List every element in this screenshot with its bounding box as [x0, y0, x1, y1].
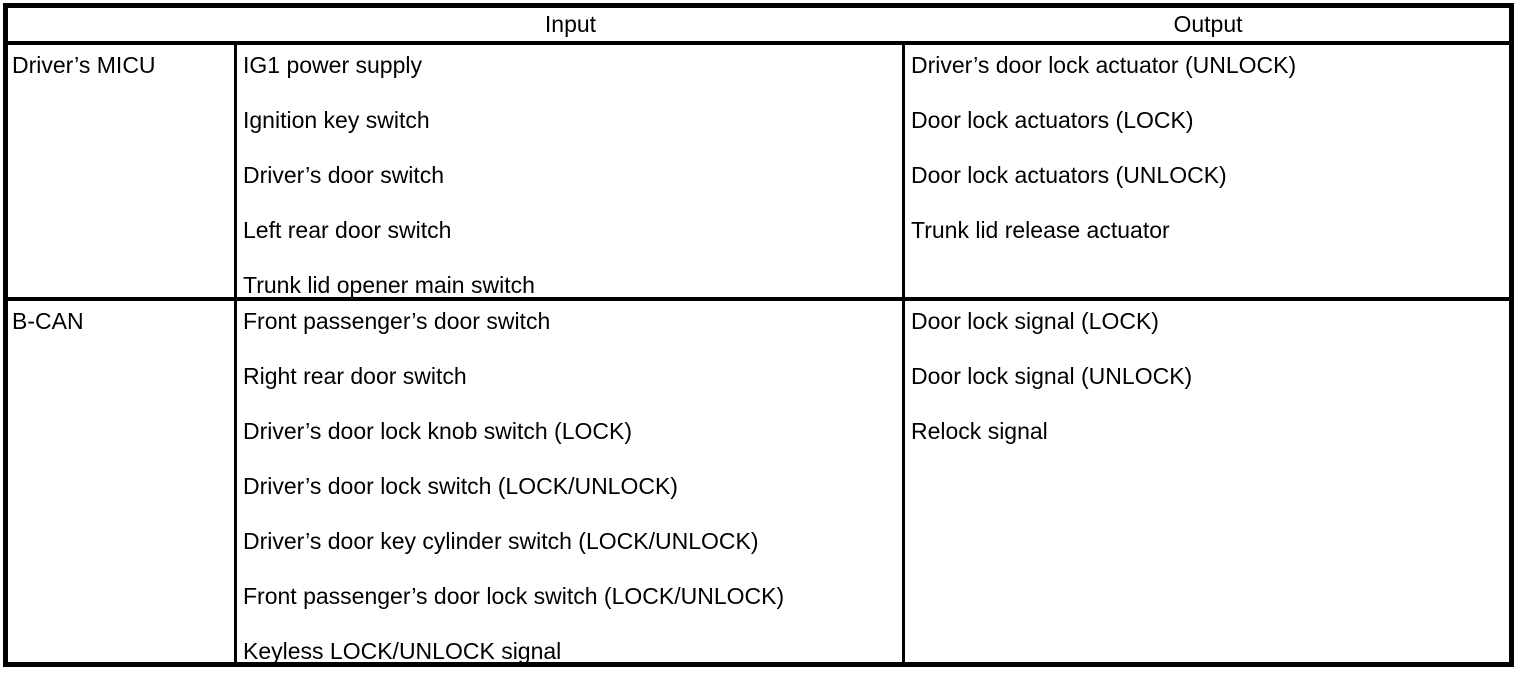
source-label: Driver’s MICU [12, 52, 156, 78]
input-item: Driver’s door lock switch (LOCK/UNLOCK) [243, 473, 678, 499]
cell-input: IG1 power supply Ignition key switch Dri… [234, 45, 902, 297]
output-item: Driver’s door lock actuator (UNLOCK) [911, 52, 1297, 78]
input-item: Trunk lid opener main switch [243, 272, 535, 297]
input-item: Front passenger’s door switch [243, 308, 551, 334]
input-item: Right rear door switch [243, 363, 467, 389]
cell-source: B-CAN [8, 301, 234, 662]
output-item: Door lock actuators (LOCK) [911, 107, 1194, 133]
column-header-output: Output [1173, 11, 1243, 37]
input-item: Front passenger’s door lock switch (LOCK… [243, 583, 785, 609]
cell-input: Front passenger’s door switch Right rear… [234, 301, 902, 662]
input-item: Left rear door switch [243, 217, 452, 243]
cell-output: Door lock signal (LOCK) Door lock signal… [902, 301, 1509, 662]
output-item: Trunk lid release actuator [911, 217, 1170, 243]
column-header-input: Input [544, 11, 597, 37]
output-item: Door lock actuators (UNLOCK) [911, 162, 1227, 188]
source-label: B-CAN [12, 308, 84, 334]
input-item: Driver’s door lock knob switch (LOCK) [243, 418, 632, 444]
table-row: Driver’s MICU IG1 power supply Ignition … [8, 45, 1509, 301]
input-output-table: Input Output Driver’s MICU IG1 power sup… [3, 3, 1514, 667]
output-item: Relock signal [911, 418, 1048, 444]
input-item: Driver’s door switch [243, 162, 445, 188]
table-header-row: Input Output [8, 8, 1509, 45]
output-item: Door lock signal (UNLOCK) [911, 363, 1193, 389]
table-body: Driver’s MICU IG1 power supply Ignition … [8, 45, 1509, 662]
input-item: IG1 power supply [243, 52, 422, 78]
table-row: B-CAN Front passenger’s door switch Righ… [8, 301, 1509, 662]
column-header-source [8, 8, 234, 41]
cell-output: Driver’s door lock actuator (UNLOCK) Doo… [902, 45, 1509, 297]
input-item: Driver’s door key cylinder switch (LOCK/… [243, 528, 759, 554]
output-item: Door lock signal (LOCK) [911, 308, 1159, 334]
cell-source: Driver’s MICU [8, 45, 234, 297]
input-item: Ignition key switch [243, 107, 430, 133]
input-item: Keyless LOCK/UNLOCK signal [243, 638, 562, 662]
